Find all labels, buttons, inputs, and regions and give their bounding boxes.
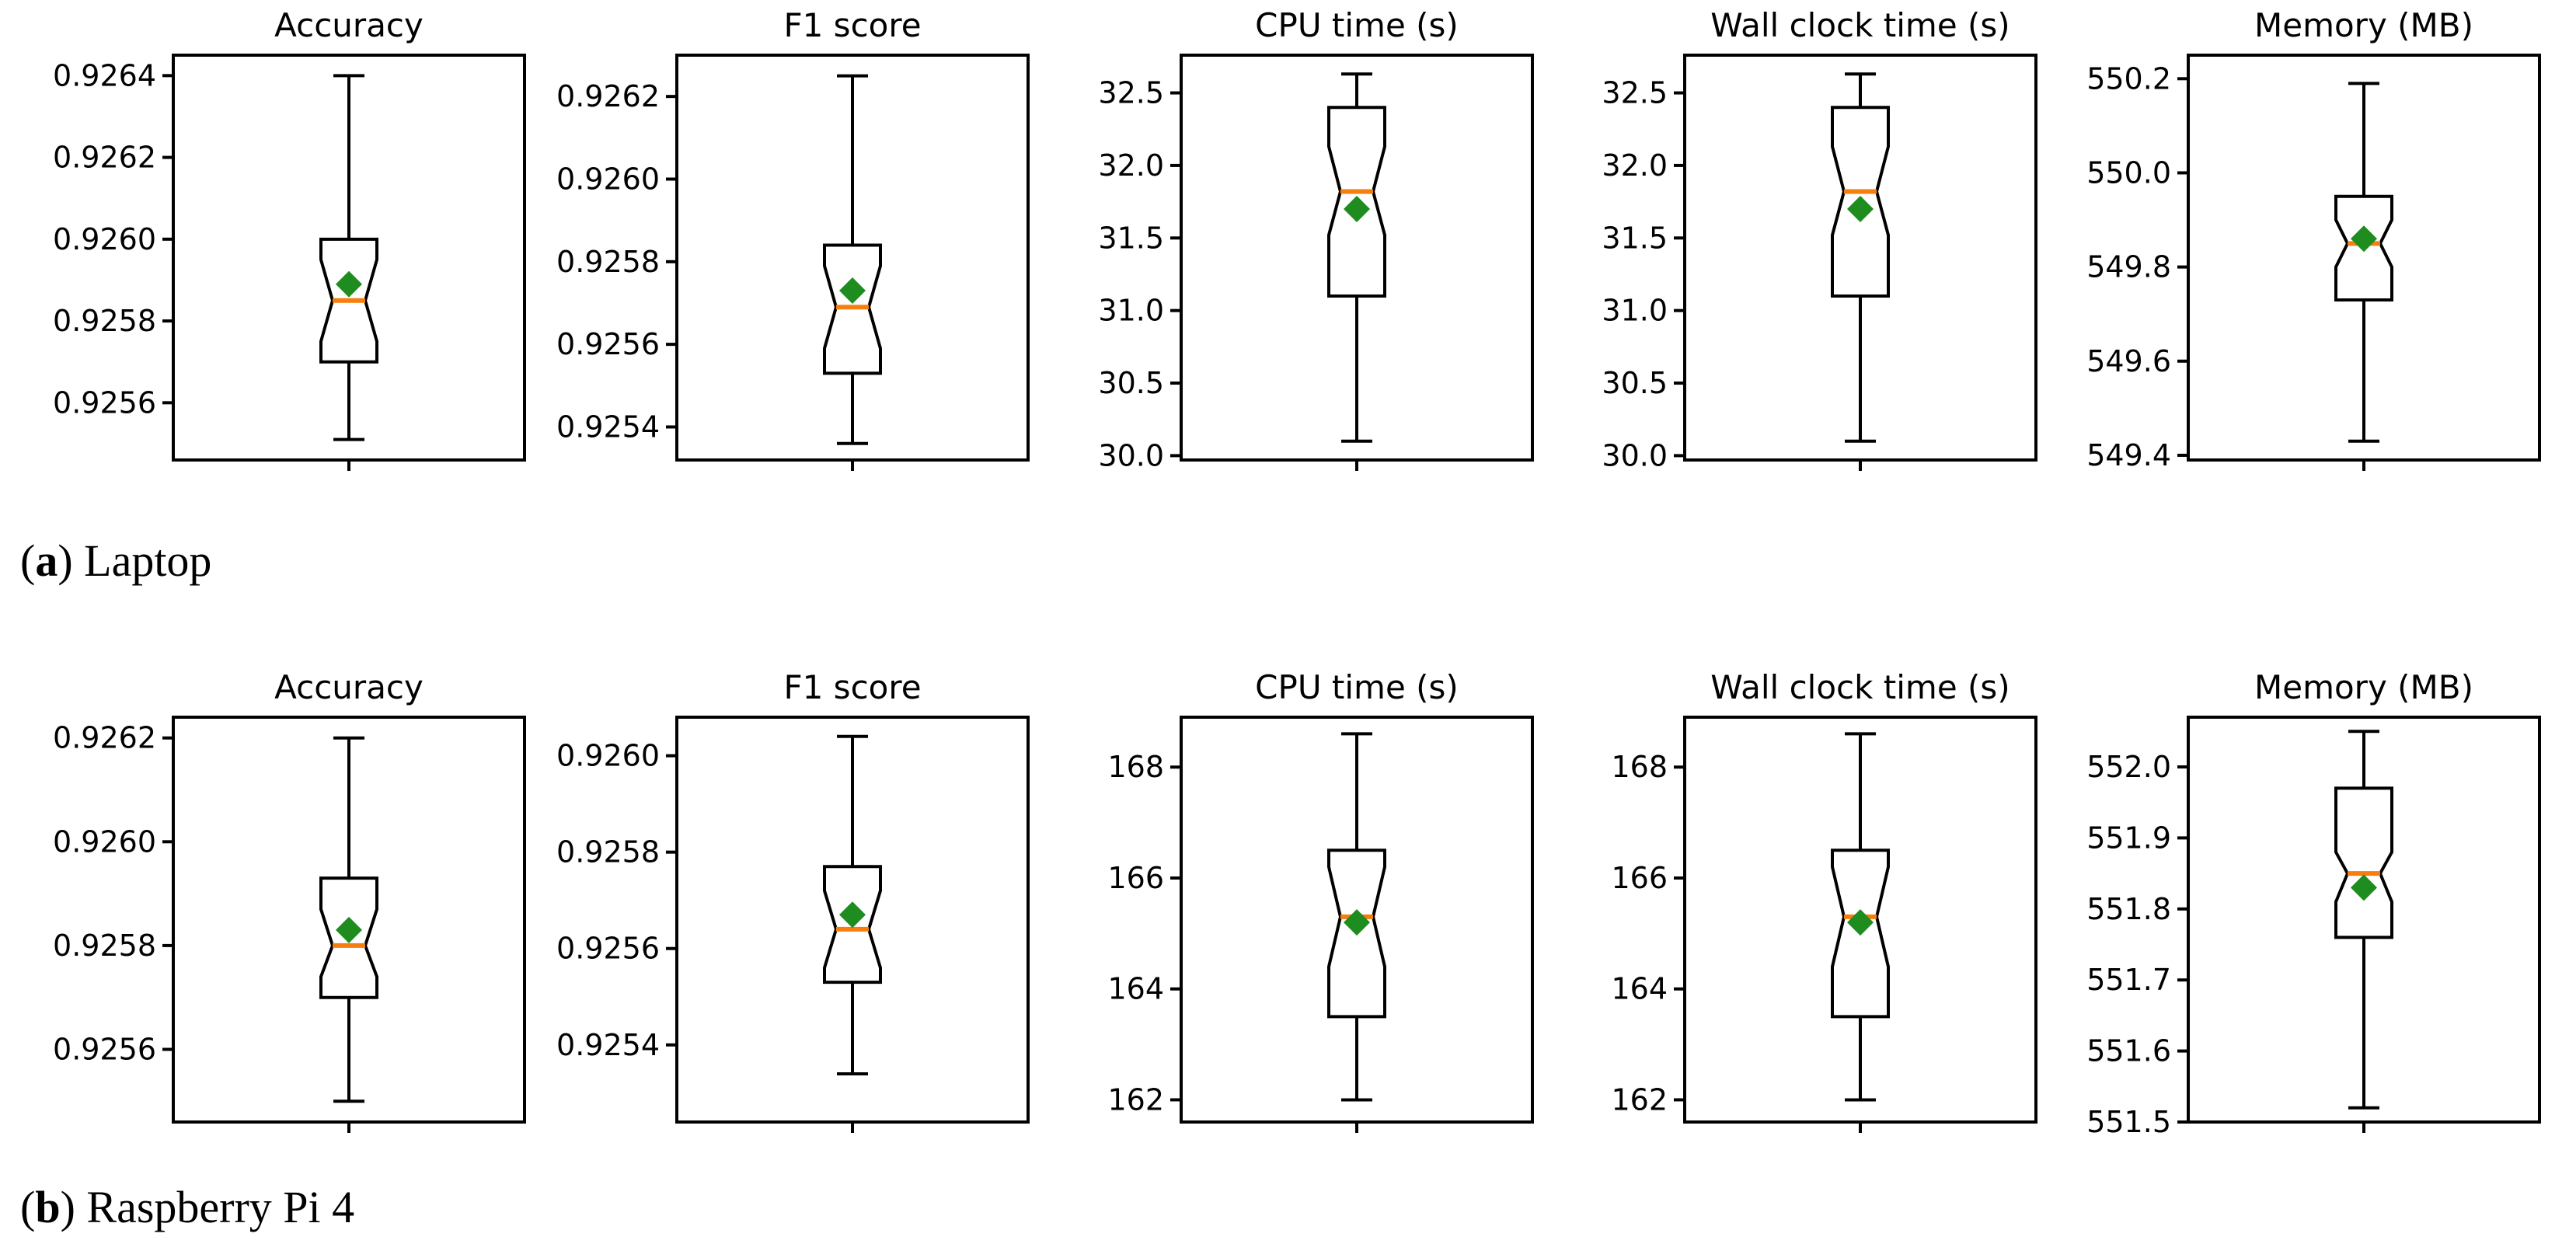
panel-b-accuracy: Accuracy 0.9262 0.9260 0.9258 0.9256 — [53, 668, 526, 1133]
panel-title: Accuracy — [274, 668, 424, 706]
mean-diamond-marker — [1344, 195, 1370, 222]
panel-title: Memory (MB) — [2254, 668, 2473, 706]
y-tick-label: 30.0 — [1098, 438, 1164, 472]
mean-diamond-marker — [336, 916, 362, 943]
y-tick-label: 0.9260 — [556, 162, 660, 196]
panel-b-cpu-time-s: CPU time (s) 168 166 164 162 — [1107, 668, 1534, 1133]
panel-a-f1-score: F1 score 0.9262 0.9260 0.9258 0.9256 0.9254 — [556, 6, 1030, 471]
y-tick-label: 32.5 — [1098, 76, 1164, 110]
y-tick-label: 0.9260 — [556, 739, 660, 773]
y-tick-label: 164 — [1611, 972, 1668, 1006]
y-tick-label: 32.5 — [1602, 76, 1668, 110]
y-tick-label: 0.9262 — [556, 79, 660, 113]
mean-diamond-marker — [336, 270, 362, 298]
y-tick-label: 551.7 — [2086, 963, 2171, 997]
y-tick-label: 0.9262 — [53, 721, 156, 755]
panel-title: Wall clock time (s) — [1710, 668, 2010, 706]
y-tick-label: 0.9254 — [556, 1028, 660, 1062]
y-tick-label: 0.9260 — [53, 222, 156, 256]
y-tick-label: 551.9 — [2086, 821, 2171, 855]
y-tick-label: 549.4 — [2086, 438, 2171, 472]
y-tick-label: 166 — [1107, 861, 1164, 895]
mean-diamond-marker — [1847, 909, 1874, 936]
y-tick-label: 0.9258 — [53, 929, 156, 963]
y-tick-label: 0.9256 — [556, 327, 660, 361]
y-tick-label: 31.5 — [1602, 221, 1668, 255]
mean-diamond-marker — [2351, 225, 2377, 253]
panel-title: Accuracy — [274, 6, 424, 44]
y-tick-label: 0.9256 — [53, 385, 156, 420]
y-tick-label: 0.9260 — [53, 824, 156, 859]
y-tick-label: 0.9262 — [53, 141, 156, 175]
y-tick-label: 30.5 — [1098, 366, 1164, 400]
y-tick-label: 30.5 — [1602, 366, 1668, 400]
y-tick-label: 31.0 — [1098, 294, 1164, 328]
y-tick-label: 31.0 — [1602, 294, 1668, 328]
caption-b-letter: b — [35, 1182, 61, 1232]
y-tick-label: 32.0 — [1602, 148, 1668, 183]
panel-title: Memory (MB) — [2254, 6, 2473, 44]
y-tick-label: 162 — [1107, 1082, 1164, 1117]
caption-a-text: ) Laptop — [58, 535, 212, 586]
mean-diamond-marker — [839, 277, 866, 305]
y-tick-label: 0.9254 — [556, 409, 660, 444]
caption-b-open: ( — [20, 1182, 36, 1232]
panel-title: Wall clock time (s) — [1710, 6, 2010, 44]
y-tick-label: 552.0 — [2086, 750, 2171, 784]
y-tick-label: 551.8 — [2086, 892, 2171, 926]
mean-diamond-marker — [1344, 909, 1370, 936]
y-tick-label: 168 — [1107, 750, 1164, 784]
y-tick-label: 0.9258 — [556, 245, 660, 279]
y-tick-label: 30.0 — [1602, 438, 1668, 472]
caption-row-a: (a) Laptop — [20, 535, 211, 587]
y-tick-label: 31.5 — [1098, 221, 1164, 255]
panel-b-memory-mb: Memory (MB) 552.0 551.9 551.8 551.7 551.6 551.… — [2086, 668, 2541, 1139]
y-tick-label: 551.5 — [2086, 1105, 2171, 1139]
y-tick-label: 549.8 — [2086, 250, 2171, 284]
panel-title: CPU time (s) — [1255, 6, 1459, 44]
y-tick-label: 164 — [1107, 972, 1164, 1006]
y-tick-label: 550.0 — [2086, 155, 2171, 190]
caption-a-open: ( — [20, 535, 36, 586]
panel-a-memory-mb: Memory (MB) 550.2 550.0 549.8 549.6 549.4 — [2086, 6, 2541, 472]
y-tick-label: 0.9264 — [53, 58, 156, 92]
caption-b-text: ) Raspberry Pi 4 — [60, 1182, 355, 1232]
notched-box — [2334, 786, 2393, 939]
mean-diamond-marker — [2351, 874, 2377, 901]
y-tick-label: 0.9258 — [556, 835, 660, 869]
y-tick-label: 0.9256 — [53, 1032, 156, 1066]
mean-diamond-marker — [1847, 195, 1874, 222]
panel-title: F1 score — [783, 668, 921, 706]
y-tick-label: 551.6 — [2086, 1034, 2171, 1068]
y-tick-label: 550.2 — [2086, 61, 2171, 96]
panel-a-cpu-time-s: CPU time (s) 32.5 32.0 31.5 31.0 30.5 30.0 — [1098, 6, 1534, 472]
caption-a-letter: a — [35, 535, 58, 586]
panel-b-wall-clock-time-s: Wall clock time (s) 168 166 164 162 — [1611, 668, 2037, 1133]
panel-a-wall-clock-time-s: Wall clock time (s) 32.5 32.0 31.5 31.0 30.5 3… — [1602, 6, 2037, 472]
y-tick-label: 0.9256 — [556, 932, 660, 966]
panel-title: CPU time (s) — [1255, 668, 1459, 706]
y-tick-label: 0.9258 — [53, 304, 156, 338]
panel-title: F1 score — [783, 6, 921, 44]
caption-row-b: (b) Raspberry Pi 4 — [20, 1181, 354, 1233]
y-tick-label: 168 — [1611, 750, 1668, 784]
panel-a-accuracy: Accuracy 0.9264 0.9262 0.9260 0.9258 0.9256 — [53, 6, 526, 471]
y-tick-label: 166 — [1611, 861, 1668, 895]
y-tick-label: 549.6 — [2086, 344, 2171, 378]
mean-diamond-marker — [839, 901, 866, 929]
panel-b-f1-score: F1 score 0.9260 0.9258 0.9256 0.9254 — [556, 668, 1030, 1133]
y-tick-label: 162 — [1611, 1082, 1668, 1117]
y-tick-label: 32.0 — [1098, 148, 1164, 183]
